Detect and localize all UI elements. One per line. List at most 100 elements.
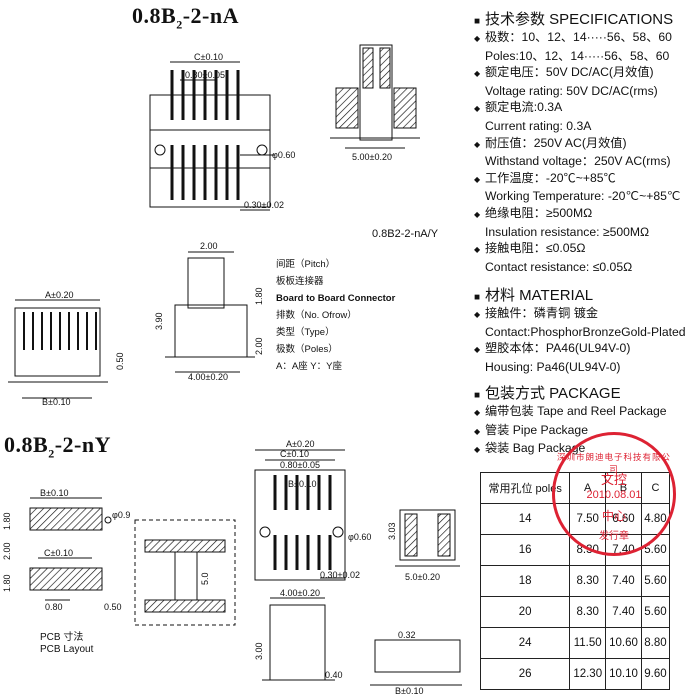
front-view-y <box>262 597 335 681</box>
svg-text:1.80: 1.80 <box>254 287 264 305</box>
bullet-icon: ◆ <box>474 69 481 79</box>
technical-drawings: C±0.10 0.80±0.05 φ0.60 0.30±0.02 5.00±0.… <box>2 44 462 696</box>
svg-text:A±0.20: A±0.20 <box>45 290 73 300</box>
spec-line: ◆工作温度：-20℃~+85℃ <box>474 170 681 189</box>
svg-text:3.90: 3.90 <box>154 312 164 330</box>
mat-line: ◆塑胶本体：PA46(UL94V-0) <box>474 340 686 359</box>
bullet-icon: ◆ <box>474 426 481 436</box>
spec-line: Voltage rating: 50V DC/AC(rms) <box>485 83 658 98</box>
package-header: ■包装方式 PACKAGE <box>474 385 621 402</box>
svg-text:B±0.10: B±0.10 <box>40 488 68 498</box>
svg-text:2.00: 2.00 <box>200 241 218 251</box>
spec-line: ◆极数：10、12、14·····56、58、60 <box>474 29 681 48</box>
table-cell: 7.40 <box>605 565 642 597</box>
top-view-y <box>254 449 346 581</box>
specs-header: ■技术参数 SPECIFICATIONS <box>474 11 674 28</box>
spec-line: ◆耐压值：250V AC(月效值) <box>474 135 681 154</box>
side-section-a <box>330 44 420 149</box>
legend-rows: 排数（No. Ofrow） <box>276 310 357 321</box>
spec-line: Current rating: 0.3A <box>485 118 592 133</box>
table-cell: 11.50 <box>569 627 607 659</box>
legend-type: 类型（Type） <box>276 327 335 338</box>
material-header: ■材料 MATERIAL <box>474 287 594 304</box>
bullet-icon: ◆ <box>474 104 481 114</box>
table-cell: 8.80 <box>640 627 671 659</box>
svg-text:4.00±0.20: 4.00±0.20 <box>280 588 320 598</box>
table-cell: 8.30 <box>569 534 607 566</box>
svg-text:0.80±0.05: 0.80±0.05 <box>280 460 320 470</box>
svg-text:φ0.60: φ0.60 <box>272 150 295 160</box>
table-cell: 5.60 <box>640 534 671 566</box>
spec-line: ◆绝缘电阻：≥500MΩ <box>474 205 681 224</box>
table-cell: 5.60 <box>640 565 671 597</box>
svg-text:C±0.10: C±0.10 <box>44 548 73 558</box>
spec-line: ◆接触电阻：≤0.05Ω <box>474 240 681 259</box>
table-cell: 7.40 <box>605 534 642 566</box>
svg-text:2.00: 2.00 <box>254 337 264 355</box>
table-cell: 10.60 <box>605 627 642 659</box>
table-cell: 10.10 <box>605 658 642 690</box>
table-header-cell: A <box>569 472 607 504</box>
svg-text:2.00: 2.00 <box>2 542 12 560</box>
svg-text:5.0±0.20: 5.0±0.20 <box>405 572 440 582</box>
svg-text:3.03: 3.03 <box>387 522 397 540</box>
svg-text:C±0.10: C±0.10 <box>280 449 309 459</box>
table-cell: 8.30 <box>569 565 607 597</box>
legend-pitch: 间距（Pitch） <box>276 259 336 270</box>
mated-view <box>134 519 236 626</box>
table-cell: 20 <box>479 596 571 628</box>
table-cell: 16 <box>479 534 571 566</box>
mat-line: ◆接触件：磷青铜 镀金 <box>474 305 686 324</box>
spec-line: Poles:10、12、14·····56、58、60 <box>485 48 670 63</box>
bullet-icon: ◆ <box>474 310 481 319</box>
legend-type-en: Board to Board Connector <box>276 293 396 304</box>
table-cell: 12.30 <box>569 658 607 690</box>
table-header-cell: C <box>640 472 671 504</box>
spec-line: Withstand voltage：250V AC(rms) <box>485 154 671 169</box>
svg-text:PCB Layout: PCB Layout <box>40 644 94 655</box>
top-view-a <box>149 61 275 211</box>
bottom-view-y <box>370 639 462 686</box>
svg-text:5.0: 5.0 <box>200 572 210 585</box>
legend-a-y: A：A座 Y：Y座 <box>276 361 342 372</box>
side-section-y <box>395 509 460 567</box>
svg-text:0.40: 0.40 <box>325 670 343 680</box>
bullet-icon: ◆ <box>474 345 481 355</box>
svg-text:4.00±0.20: 4.00±0.20 <box>188 372 228 382</box>
svg-text:1.80: 1.80 <box>2 512 12 530</box>
table-header-cell: B <box>605 472 642 504</box>
table-cell: 18 <box>479 565 571 597</box>
legend-type-cn: 板板连接器 <box>276 276 324 287</box>
pkg-line: ◆管装 Pipe Package <box>474 422 667 441</box>
bullet-icon: ◆ <box>474 245 481 255</box>
svg-text:0.80: 0.80 <box>45 602 63 612</box>
spec-line: ◆额定电压：50V DC/AC(月效值) <box>474 64 681 83</box>
svg-text:5.00±0.20: 5.00±0.20 <box>352 152 392 162</box>
svg-text:PCB 寸法: PCB 寸法 <box>40 630 83 643</box>
svg-text:B±0.10: B±0.10 <box>42 397 70 407</box>
package: ■包装方式 PACKAGE ◆编带包装 Tape and Reel Packag… <box>474 382 667 459</box>
pkg-line: ◆袋装 Bag Package <box>474 440 667 459</box>
svg-text:B±0.10: B±0.10 <box>288 479 316 489</box>
side-view-a <box>165 251 255 373</box>
bullet-icon: ◆ <box>474 139 481 149</box>
title-top: 0.8B2-2-nA <box>132 3 239 32</box>
svg-text:φ0.9: φ0.9 <box>112 510 130 520</box>
svg-text:1.80: 1.80 <box>2 574 12 592</box>
bullet-icon: ◆ <box>474 209 481 219</box>
mat-line: Contact:PhosphorBronzeGold-Plated <box>485 324 686 339</box>
svg-text:C±0.10: C±0.10 <box>194 52 223 62</box>
svg-text:3.00: 3.00 <box>254 642 264 660</box>
table-cell: 24 <box>479 627 571 659</box>
svg-text:0.80±0.05: 0.80±0.05 <box>185 70 225 80</box>
part-code: 0.8B2-2-nA/Y <box>372 228 439 240</box>
table-cell: 14 <box>479 503 571 535</box>
